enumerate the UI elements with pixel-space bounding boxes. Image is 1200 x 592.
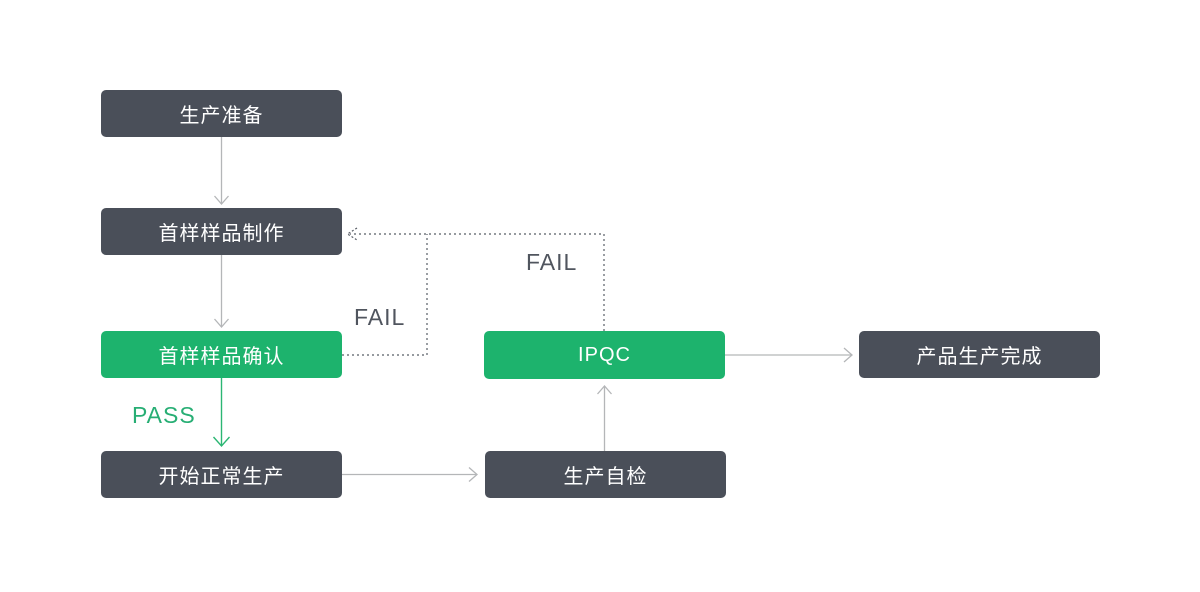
edge-ipqc-to-complete	[725, 347, 853, 363]
node-first-sample-make: 首样样品制作	[101, 208, 342, 255]
node-production-prep: 生产准备	[101, 90, 342, 137]
fail-label-sample-confirm: FAIL	[354, 304, 406, 330]
edge-self-check-to-ipqc	[597, 385, 612, 451]
edge-sample-confirm-to-normal-prod-pass	[212, 378, 231, 448]
edge-normal-prod-to-self-check	[342, 467, 478, 482]
node-first-sample-confirm: 首样样品确认	[101, 331, 342, 378]
node-ipqc: IPQC	[484, 331, 725, 379]
pass-label: PASS	[132, 402, 196, 428]
edge-ipqc-fail-return	[350, 233, 605, 331]
fail-label-ipqc: FAIL	[526, 249, 578, 275]
edge-sample-make-to-sample-confirm	[214, 255, 229, 328]
node-start-normal-production: 开始正常生产	[101, 451, 342, 498]
edge-prep-to-sample-make	[214, 137, 229, 205]
node-production-complete: 产品生产完成	[859, 331, 1100, 378]
edge-sample-confirm-fail-return	[342, 234, 428, 356]
node-production-self-check: 生产自检	[485, 451, 726, 498]
